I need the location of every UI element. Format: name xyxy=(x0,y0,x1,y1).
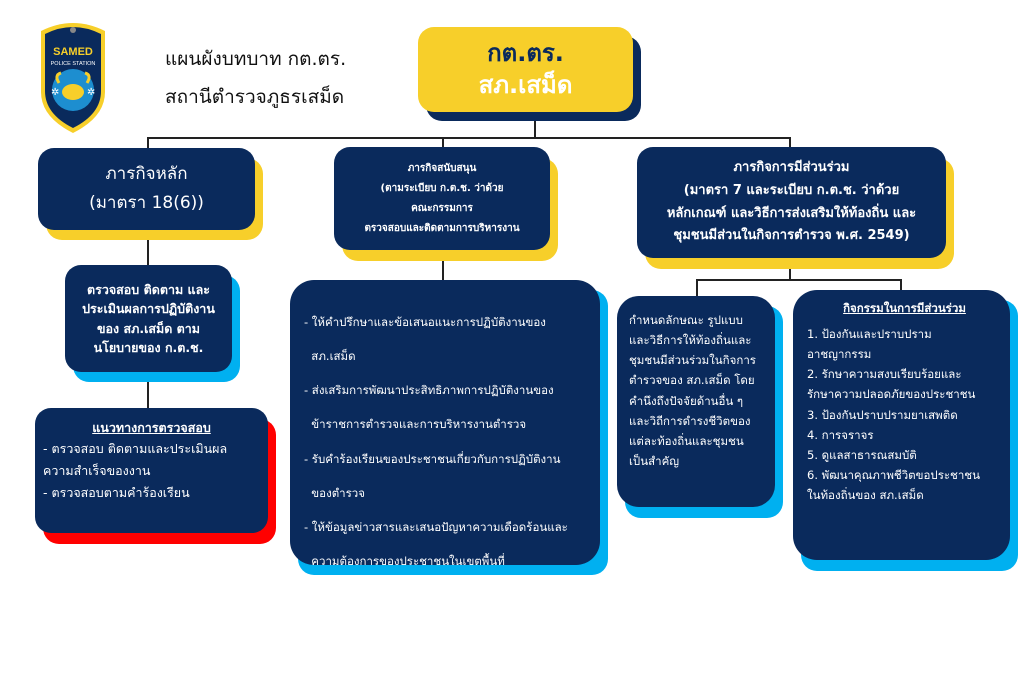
main-mission-title: ภารกิจหลัก xyxy=(105,164,188,185)
activities-node: กิจกรรมในการมีส่วนร่วม 1. ป้องกันและปราบ… xyxy=(793,290,1010,560)
inspection-item: ความสำเร็จของงาน xyxy=(43,462,151,478)
support-item: สภ.เสม็ด xyxy=(304,349,356,364)
support-item: - ให้คำปรึกษาและข้อเสนอแนะการปฏิบัติงานข… xyxy=(304,315,546,329)
police-badge-logo: SAMED POLICE STATION ✲ ✲ xyxy=(35,17,111,135)
support-mission-line: ตรวจสอบและติดตามการบริหารงาน xyxy=(364,222,520,234)
main-mission-node: ภารกิจหลัก (มาตรา 18(6)) xyxy=(38,148,255,230)
main-detail-line: ตรวจสอบ ติดตาม และ xyxy=(87,281,210,297)
root-node: กต.ตร. สภ.เสม็ด xyxy=(418,27,633,112)
main-detail-line: ของ สภ.เสม็ด ตาม xyxy=(96,320,201,336)
participation-detail-line: กำหนดลักษณะ รูปแบบ xyxy=(629,313,743,327)
support-item: ของตำรวจ xyxy=(304,485,365,500)
support-item: - แนะนำ ช่วยเหลือ สนับสนุนการประชาสัมพัน… xyxy=(304,588,561,602)
support-mission-line: (ตามระเบียบ ก.ต.ช. ว่าด้วย xyxy=(380,182,504,194)
inspection-item: - ตรวจสอบ ติดตามและประเมินผล xyxy=(43,441,228,456)
logo-text: SAMED xyxy=(53,46,93,58)
participation-detail-line: คำนึงถึงปัจจัยด้านอื่น ๆ xyxy=(629,393,744,408)
svg-text:✲: ✲ xyxy=(51,87,59,98)
svg-text:✲: ✲ xyxy=(87,87,95,98)
participation-mission-line: ภารกิจการมีส่วนร่วม xyxy=(733,160,850,175)
participation-mission-line: หลักเกณฑ์ และวิธีการส่งเสริมให้ท้องถิ่น … xyxy=(666,205,917,221)
activity-item: อาชญากรรม xyxy=(807,347,872,362)
activity-item: 5. ดูแลสาธารณสมบัติ xyxy=(807,447,917,462)
participation-detail-line: แต่ละท้องถิ่นและชุมชน xyxy=(629,433,744,448)
activity-item: 4. การจราจร xyxy=(807,427,874,442)
activity-item: 6. พัฒนาคุณภาพชีวิตขอประชาชน xyxy=(807,467,980,482)
support-mission-line: ภารกิจสนับสนุน xyxy=(407,162,477,174)
activity-item: รักษาความปลอดภัยของประชาชน xyxy=(807,387,976,402)
participation-mission-line: (มาตรา 7 และระเบียบ ก.ต.ช. ว่าด้วย xyxy=(683,182,900,198)
logo-subtext: POLICE STATION xyxy=(51,61,96,67)
header-line-1: แผนผังบทบาท กต.ตร. xyxy=(165,48,347,70)
support-detail-node: - ให้คำปรึกษาและข้อเสนอแนะการปฏิบัติงานข… xyxy=(290,280,600,670)
support-item: สภ.เสม็ด xyxy=(304,622,356,637)
header-line-2: สถานีตำรวจภูธรเสม็ด xyxy=(165,86,345,108)
root-line-1: กต.ตร. xyxy=(487,39,564,68)
support-item: - ให้ข้อมูลข่าวสารและเสนอปัญหาความเดือดร… xyxy=(304,519,568,534)
support-mission-line: คณะกรรมการ xyxy=(411,202,473,214)
main-detail-line: นโยบายของ ก.ต.ช. xyxy=(93,339,204,355)
participation-mission-node: ภารกิจการมีส่วนร่วม (มาตรา 7 และระเบียบ … xyxy=(637,147,946,258)
inspection-title: แนวทางการตรวจสอบ xyxy=(92,420,211,435)
participation-detail-line: และวิถีการดำรงชีวิตของ xyxy=(629,413,751,428)
inspection-node: แนวทางการตรวจสอบ - ตรวจสอบ ติดตามและประเ… xyxy=(35,408,268,533)
activities-title: กิจกรรมในการมีส่วนร่วม xyxy=(843,301,966,315)
activity-item: 2. รักษาความสงบเรียบร้อยและ xyxy=(807,367,962,382)
participation-detail-line: และวิธีการให้ท้องถิ่นและ xyxy=(629,333,752,348)
participation-detail-line: เป็นสำคัญ xyxy=(629,453,680,468)
support-item: ความต้องการของประชาชนในเขตพื้นที่ xyxy=(304,553,505,568)
inspection-item: - ตรวจสอบตามคำร้องเรียน xyxy=(43,484,190,500)
participation-mission-line: ชุมชนมีส่วนในกิจการตำรวจ พ.ศ. 2549) xyxy=(673,228,910,244)
activity-item: 1. ป้องกันและปราบปราม xyxy=(807,327,932,341)
support-item: - ส่งเสริมการพัฒนาประสิทธิภาพการปฏิบัติง… xyxy=(304,383,554,398)
participation-detail-node: กำหนดลักษณะ รูปแบบ และวิธีการให้ท้องถิ่น… xyxy=(617,296,775,507)
activity-item: ในท้องถิ่นของ สภ.เสม็ด xyxy=(807,488,924,502)
participation-detail-line: ตำรวจของ สภ.เสม็ด โดย xyxy=(629,373,755,388)
main-detail-line: ประเมินผลการปฏิบัติงาน xyxy=(82,301,215,317)
activity-item: 3. ป้องกันปราบปรามยาเสพติด xyxy=(807,407,958,422)
root-line-2: สภ.เสม็ด xyxy=(478,70,573,99)
main-mission-subtitle: (มาตรา 18(6)) xyxy=(89,193,204,213)
participation-detail-line: ชุมชนมีส่วนร่วมในกิจการ xyxy=(629,353,756,368)
support-item: ข้าราชการตำรวจและการบริหารงานตำรวจ xyxy=(304,417,527,432)
support-mission-node: ภารกิจสนับสนุน (ตามระเบียบ ก.ต.ช. ว่าด้ว… xyxy=(334,147,550,250)
main-detail-node: ตรวจสอบ ติดตาม และ ประเมินผลการปฏิบัติงา… xyxy=(65,265,232,372)
support-item: - ตั้งคณะอนุกรรมการ คณะทำงาน หรือที่ปรึก… xyxy=(304,656,569,671)
support-item: - รับคำร้องเรียนของประชาชนเกี่ยวกับการปฏ… xyxy=(304,451,561,466)
